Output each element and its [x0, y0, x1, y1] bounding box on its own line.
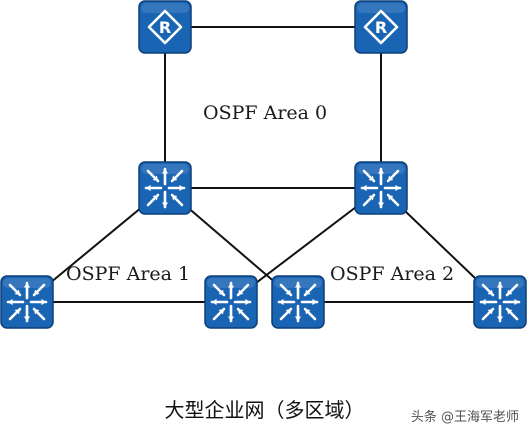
- router-icon: R: [354, 0, 408, 54]
- l3-switch-icon: [354, 161, 408, 215]
- l3-switch-icon: [138, 161, 192, 215]
- links-layer: [26, 26, 501, 303]
- l3-switch-icon: [0, 275, 54, 329]
- l3-switch-icon: [204, 275, 258, 329]
- area-0-label: OSPF Area 0: [203, 102, 328, 124]
- area-2-label: OSPF Area 2: [330, 263, 455, 285]
- router-icon: R: [138, 0, 192, 54]
- diagram-caption: 大型企业网（多区域）: [164, 398, 365, 422]
- l3-switch-icon: [271, 275, 325, 329]
- svg-text:R: R: [375, 18, 387, 37]
- area-1-label: OSPF Area 1: [66, 263, 191, 285]
- watermark-text: 头条 @王海军老师: [410, 410, 519, 425]
- l3-switch-icon: [473, 275, 527, 329]
- svg-text:R: R: [159, 18, 171, 37]
